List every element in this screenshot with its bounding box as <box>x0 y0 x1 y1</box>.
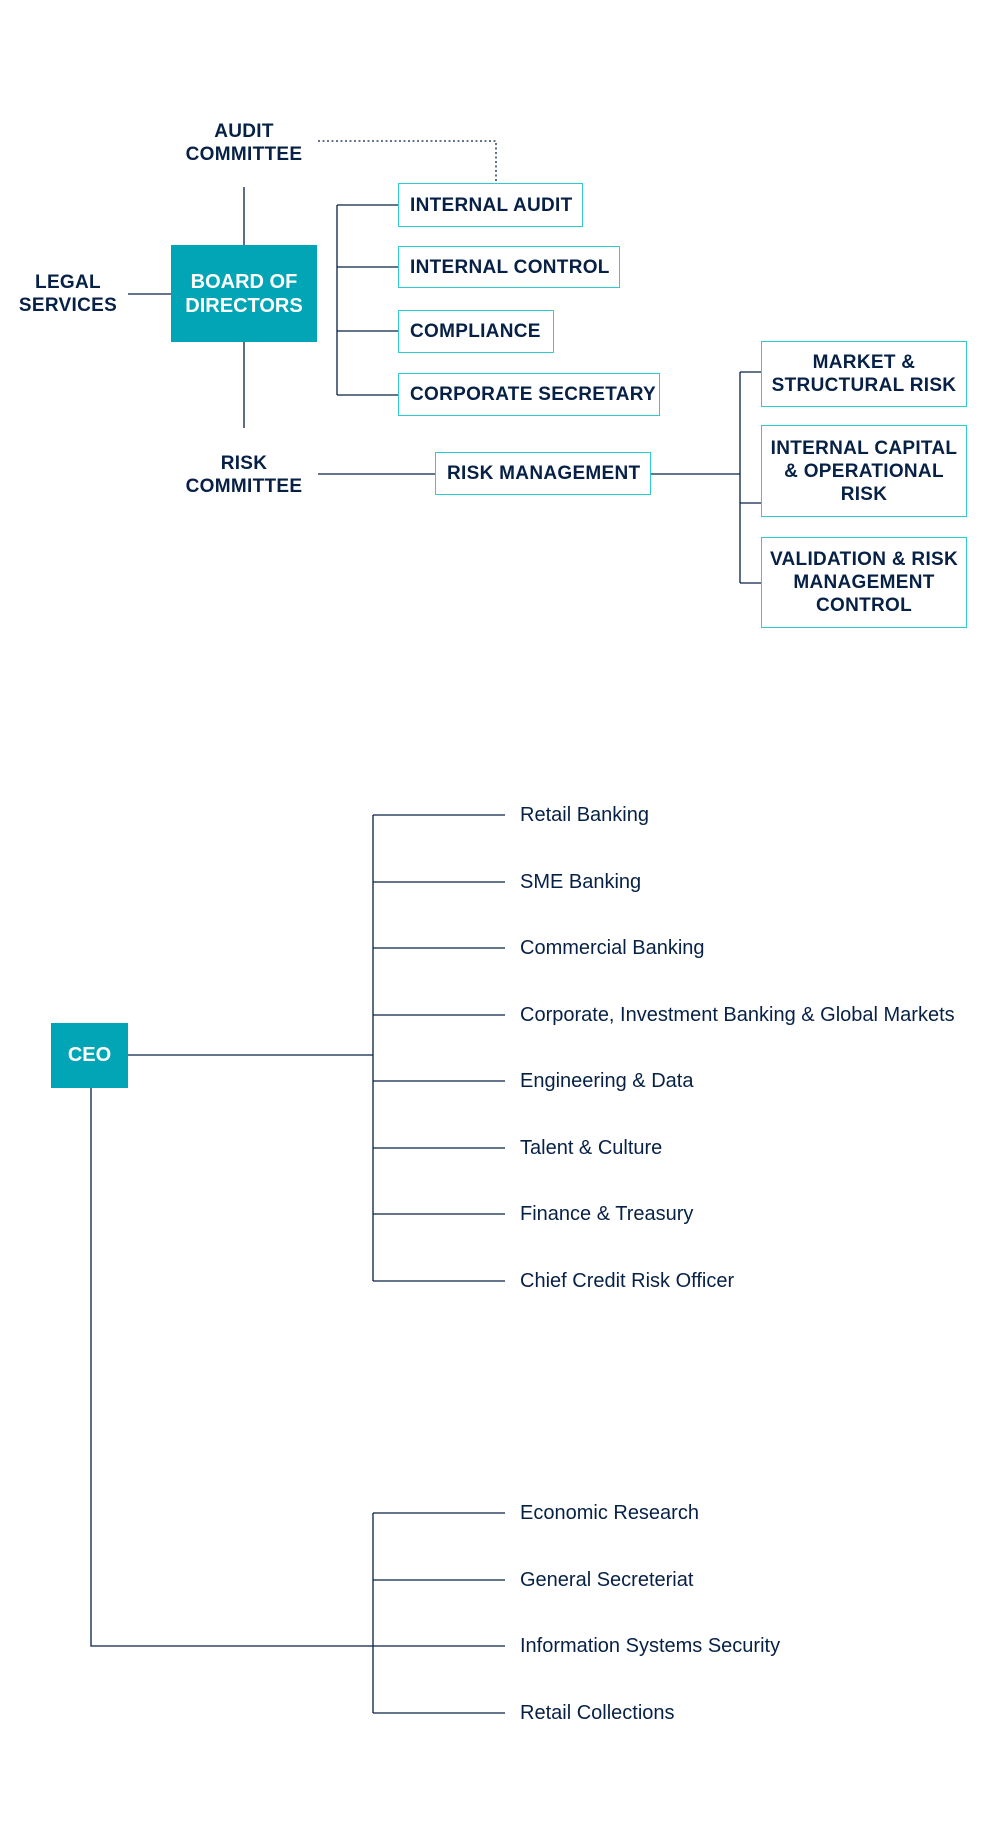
exec-item-general-secreteriat: General Secreteriat <box>520 1569 694 1591</box>
exec-item-chief-credit-risk-officer: Chief Credit Risk Officer <box>520 1270 735 1292</box>
audit-committee-label: AUDIT COMMITTEE <box>185 121 303 165</box>
exec-item-information-systems-security: Information Systems Security <box>520 1635 781 1657</box>
exec-item-retail-collections: Retail Collections <box>520 1702 675 1724</box>
internal-audit-box: INTERNAL AUDIT <box>398 183 583 227</box>
compliance-box: COMPLIANCE <box>398 310 554 353</box>
exec-item-commercial-banking: Commercial Banking <box>520 937 705 959</box>
market-structural-risk-box: MARKET & STRUCTURAL RISK <box>761 341 967 407</box>
exec-item-engineering-data: Engineering & Data <box>520 1070 694 1092</box>
risk-management-box: RISK MANAGEMENT <box>435 452 651 495</box>
board-of-directors-node: BOARD OF DIRECTORS <box>171 245 317 342</box>
exec-item-talent-culture: Talent & Culture <box>520 1137 663 1159</box>
validation-risk-management-control-box: VALIDATION & RISK MANAGEMENT CONTROL <box>761 537 967 628</box>
exec-item-retail-banking: Retail Banking <box>520 804 649 826</box>
internal-capital-operational-risk-box: INTERNAL CAPITAL & OPERATIONAL RISK <box>761 425 967 517</box>
exec-item-finance-treasury: Finance & Treasury <box>520 1203 694 1225</box>
risk-committee-label: RISK COMMITTEE <box>185 453 303 497</box>
legal-services-label: LEGAL SERVICES <box>18 272 118 316</box>
internal-control-box: INTERNAL CONTROL <box>398 246 620 288</box>
exec-item-economic-research: Economic Research <box>520 1502 699 1524</box>
ceo-down-line <box>90 1088 505 1647</box>
audit-dotted-link <box>318 140 497 183</box>
ceo-node: CEO <box>51 1023 128 1088</box>
exec-item-sme-banking: SME Banking <box>520 871 642 893</box>
exec-item-cib-global-markets: Corporate, Investment Banking & Global M… <box>520 1004 955 1026</box>
corporate-secretary-box: CORPORATE SECRETARY <box>398 373 660 416</box>
